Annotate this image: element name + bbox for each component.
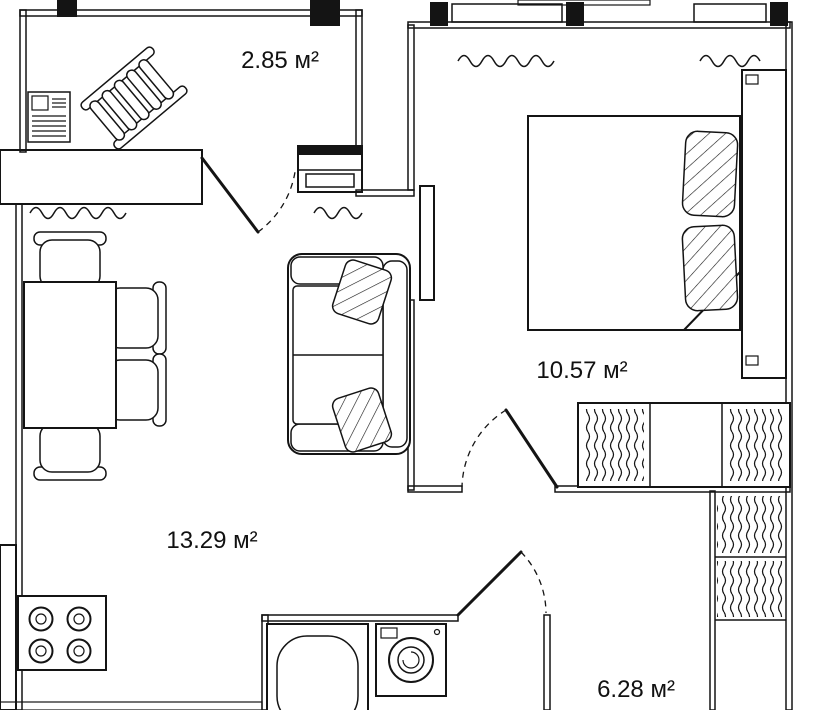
balcony-door	[200, 156, 296, 234]
radiators	[29, 54, 761, 220]
hallway-closet-icon	[715, 496, 786, 621]
drum-swirl	[402, 651, 420, 669]
door-leaf	[456, 550, 523, 617]
balcony-window-unit	[297, 145, 363, 193]
walls	[15, 0, 793, 710]
dining-set	[23, 231, 167, 481]
dining-table-icon	[23, 281, 117, 429]
wardrobe-handle	[745, 355, 759, 366]
hanging-clothes	[728, 409, 784, 481]
radiator-icon	[313, 206, 363, 220]
newspaper-text-lines	[32, 98, 66, 137]
wall-pier	[310, 0, 340, 26]
throw-pillow-icon	[331, 259, 393, 325]
balcony-walls	[19, 0, 363, 153]
wall-pier	[430, 2, 448, 26]
hanging-clothes	[717, 561, 786, 617]
wall-bedroom-bottom-stub	[407, 485, 463, 493]
chair-icon	[107, 353, 167, 427]
deck-chair-slat	[113, 79, 150, 121]
window-icon	[451, 3, 563, 23]
wall-living-top-right	[355, 189, 415, 197]
deck-chair-slat	[89, 100, 126, 141]
door-leaf	[200, 156, 260, 234]
hanging-clothes	[584, 409, 644, 481]
window-icon	[693, 3, 767, 23]
wall-bathroom-top	[261, 614, 459, 622]
newspaper-picture	[31, 95, 49, 111]
balcony-glazing-right	[355, 9, 363, 153]
wardrobe-handle	[745, 74, 759, 85]
stove-icon	[17, 595, 107, 671]
wall-pier	[57, 0, 77, 17]
throw-pillow-icon	[331, 387, 393, 453]
hanging-clothes	[717, 496, 786, 553]
wall-left	[15, 203, 23, 710]
bathroom-door	[456, 550, 547, 617]
bedroom-pocket-door	[419, 185, 435, 301]
bathtub-icon	[266, 623, 369, 710]
wall-balcony-separator	[0, 149, 203, 205]
wall-central-upper	[407, 24, 415, 191]
room-area-label-bedroom: 10.57 м²	[536, 357, 627, 384]
wall-bathroom-right	[543, 614, 551, 710]
balcony-glazing-left	[19, 9, 27, 153]
radiator-icon	[699, 54, 761, 68]
washing-machine-icon	[375, 623, 447, 697]
chair-icon	[33, 423, 107, 481]
chair-icon	[107, 281, 167, 355]
wall-kitchen-left	[0, 544, 17, 710]
windows	[451, 3, 767, 23]
room-area-label-hallway: 6.28 м²	[597, 676, 675, 703]
wall-bedroom-top	[407, 21, 791, 29]
wall-kitchen-bottom	[0, 701, 263, 710]
wall-pier	[770, 2, 788, 26]
chair-icon	[33, 231, 107, 289]
power-knob	[433, 628, 441, 636]
window-unit-sill	[298, 146, 362, 155]
newspaper-icon	[27, 91, 71, 143]
wall-pier	[566, 2, 584, 26]
door-leaf	[419, 185, 435, 301]
door-leaf	[504, 408, 559, 489]
bedroom-door	[461, 408, 559, 489]
window-unit-leaf	[305, 173, 355, 188]
sofa-icon	[287, 253, 411, 455]
door-swing	[461, 409, 507, 488]
radiator-icon	[29, 206, 127, 220]
room-area-label-balcony: 2.85 м²	[241, 47, 319, 74]
pillow-icon	[681, 224, 739, 312]
deck-chair-icon	[80, 46, 188, 150]
door-swing	[257, 171, 296, 233]
wall-hall-closet	[709, 490, 716, 710]
room-area-label-living-room: 13.29 м²	[166, 527, 257, 554]
deck-chair-slat	[101, 89, 138, 131]
deck-chair-slat	[125, 69, 162, 110]
door-swing	[520, 551, 547, 614]
closet-icon	[577, 402, 791, 488]
pillow-icon	[681, 130, 739, 218]
detergent-drawer	[380, 627, 398, 639]
wardrobe-icon	[741, 69, 787, 379]
newspaper-outline	[27, 91, 71, 143]
radiator-icon	[457, 54, 555, 68]
deck-chair-slat	[138, 59, 175, 100]
bed-icon	[527, 115, 741, 331]
